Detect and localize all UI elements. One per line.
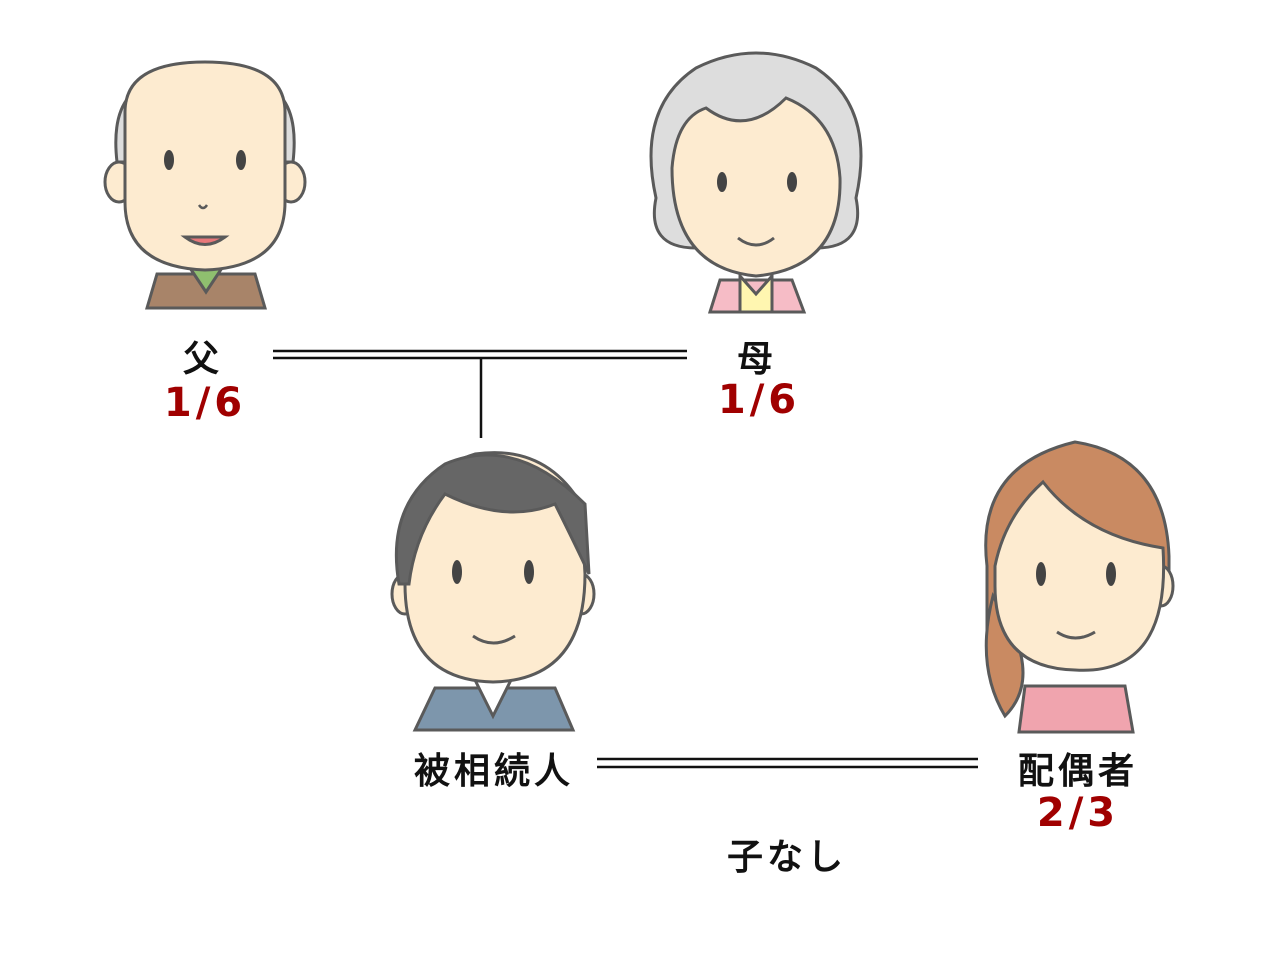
mother-illustration [649, 51, 863, 314]
father-share: 1/6 [163, 380, 247, 426]
mother-label: 母 [736, 339, 778, 380]
decedent-label: 被相続人 [413, 751, 575, 792]
spouse-illustration [984, 440, 1175, 734]
father-illustration [103, 60, 307, 310]
mother-share: 1/6 [717, 377, 801, 423]
spouse-share: 2/3 [1036, 790, 1120, 836]
spouse-label: 配偶者 [1017, 751, 1139, 792]
father-label: 父 [182, 339, 224, 380]
decedent-illustration [390, 451, 596, 732]
no-children-note: 子なし [726, 837, 848, 878]
